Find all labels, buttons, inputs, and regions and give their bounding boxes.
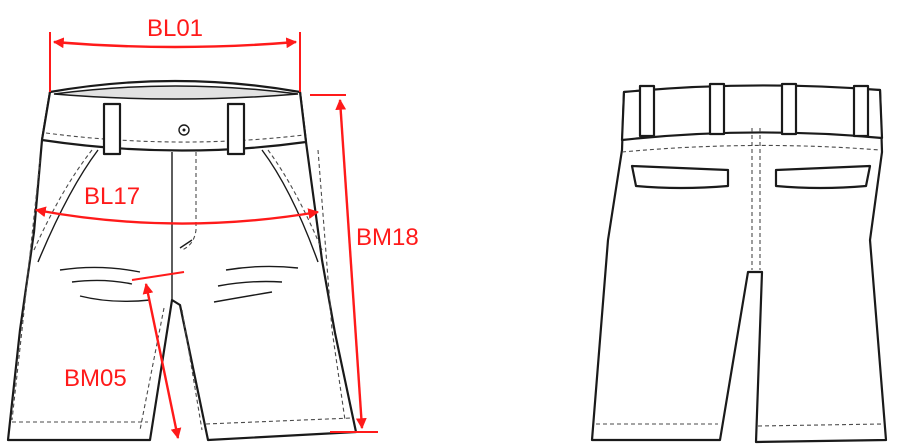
back-belt-loop: [638, 84, 656, 138]
back-belt-loop: [708, 82, 726, 136]
front-belt-loop: [102, 102, 122, 156]
measurement-bl17: BL17: [34, 183, 320, 225]
back-right-pocket: [774, 164, 872, 190]
back-left-pocket: [630, 164, 730, 190]
measurement-bl01: BL01: [49, 15, 301, 92]
measurement-bm05: BM05: [64, 271, 185, 440]
back-shorts-body: [590, 88, 888, 444]
measurement-bm18: BM18: [310, 94, 419, 433]
back-view: [590, 82, 888, 444]
front-waistband-inner: [53, 85, 299, 100]
front-left-pocket: [37, 149, 99, 263]
label-bl17: BL17: [84, 183, 140, 210]
back-belt-loop: [852, 84, 870, 138]
label-bm05: BM05: [64, 365, 127, 392]
label-bm18: BM18: [356, 224, 419, 251]
button-icon: [178, 124, 190, 136]
front-belt-loop: [226, 102, 246, 156]
front-right-pocket: [261, 149, 319, 263]
front-view: [6, 79, 358, 442]
back-belt-loop: [780, 82, 798, 136]
label-bl01: BL01: [147, 15, 203, 42]
